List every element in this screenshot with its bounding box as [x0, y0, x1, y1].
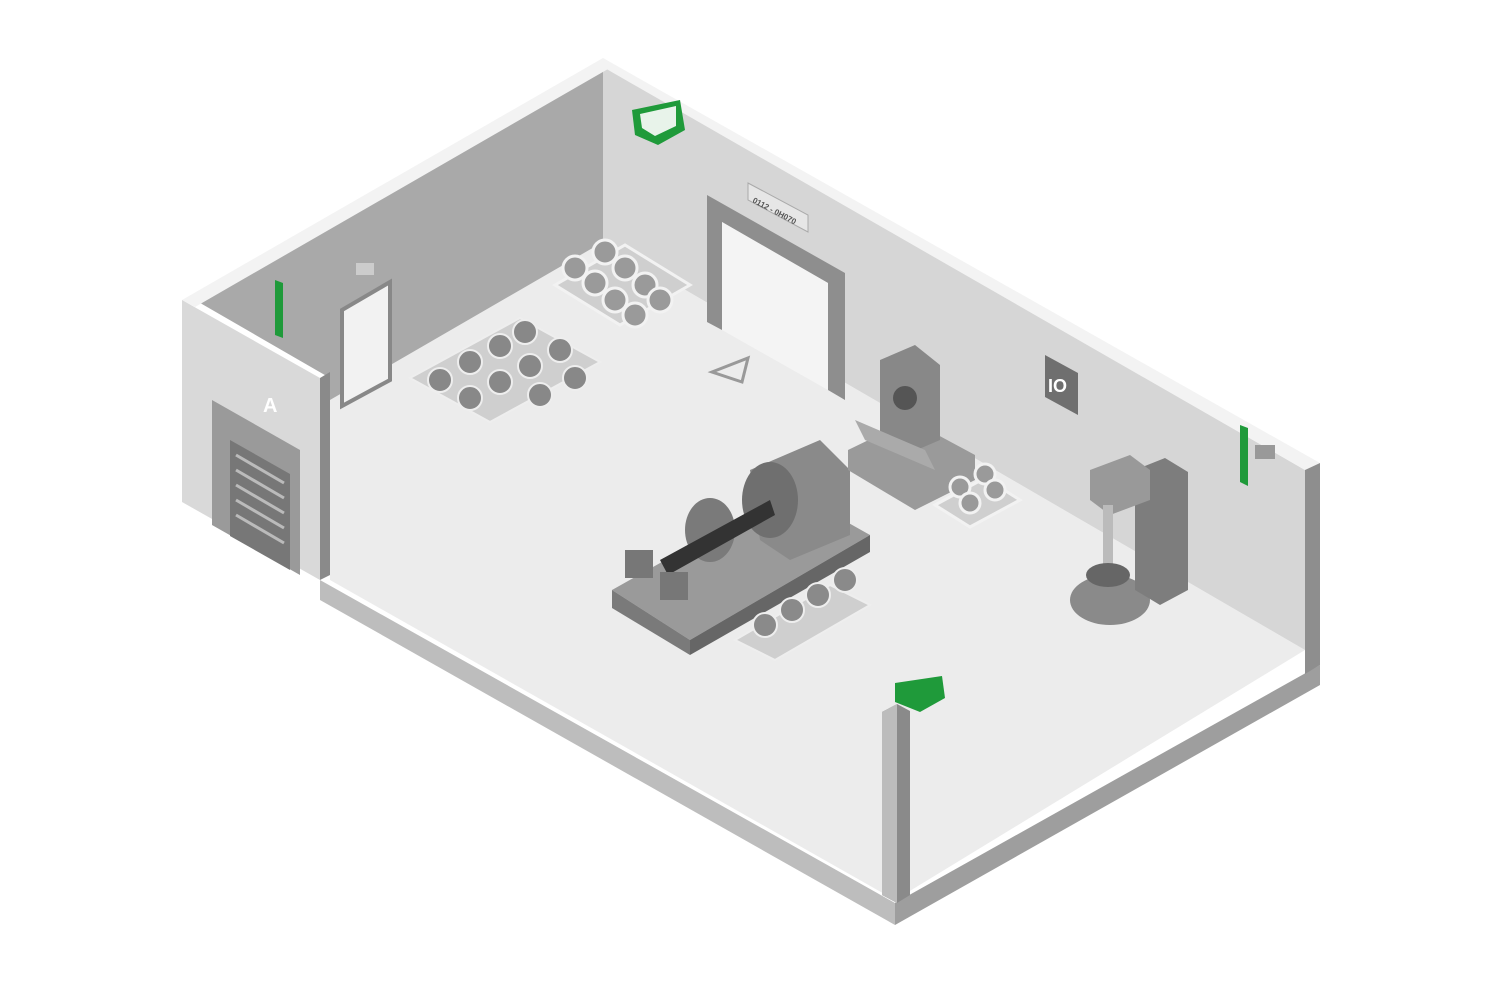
wall-top-back-right: [603, 58, 1320, 470]
pipe-pallets: [407, 316, 603, 424]
wall-top-back-left: [182, 58, 615, 307]
warning-floor-marking: [707, 355, 751, 384]
floor-slab-right-edge: [895, 665, 1320, 925]
floor-slab-left-edge: [320, 580, 895, 925]
large-door-opening: [722, 222, 828, 390]
exit-sign: [356, 263, 374, 275]
drill-press: [1070, 455, 1188, 625]
ceiling-sensor: [632, 100, 685, 145]
wall-sensor-left: [275, 280, 283, 338]
door-sign-plate: [747, 182, 809, 233]
back-door: [340, 278, 392, 410]
loading-door-slats: [235, 453, 285, 545]
back-left-wall: [195, 65, 603, 400]
front-pillar-side: [882, 704, 897, 903]
loading-door-label: A: [263, 395, 277, 417]
cylinder-pallet-right: [932, 462, 1023, 529]
lathe-machine: [612, 440, 870, 655]
large-door-frame: [707, 195, 845, 400]
io-panel-label: IO: [1048, 376, 1067, 396]
milling-machine: [848, 345, 975, 510]
left-wall-edge: [320, 372, 330, 580]
wall-sensor-right-mount: [1255, 445, 1275, 459]
wall-sensor-right: [1240, 425, 1248, 486]
pipe-rack-front: [732, 567, 873, 662]
right-wall: [1305, 463, 1320, 674]
pillar-sensor: [895, 676, 945, 712]
io-panel: [1045, 355, 1078, 415]
cylinder-stacks: [552, 238, 693, 329]
